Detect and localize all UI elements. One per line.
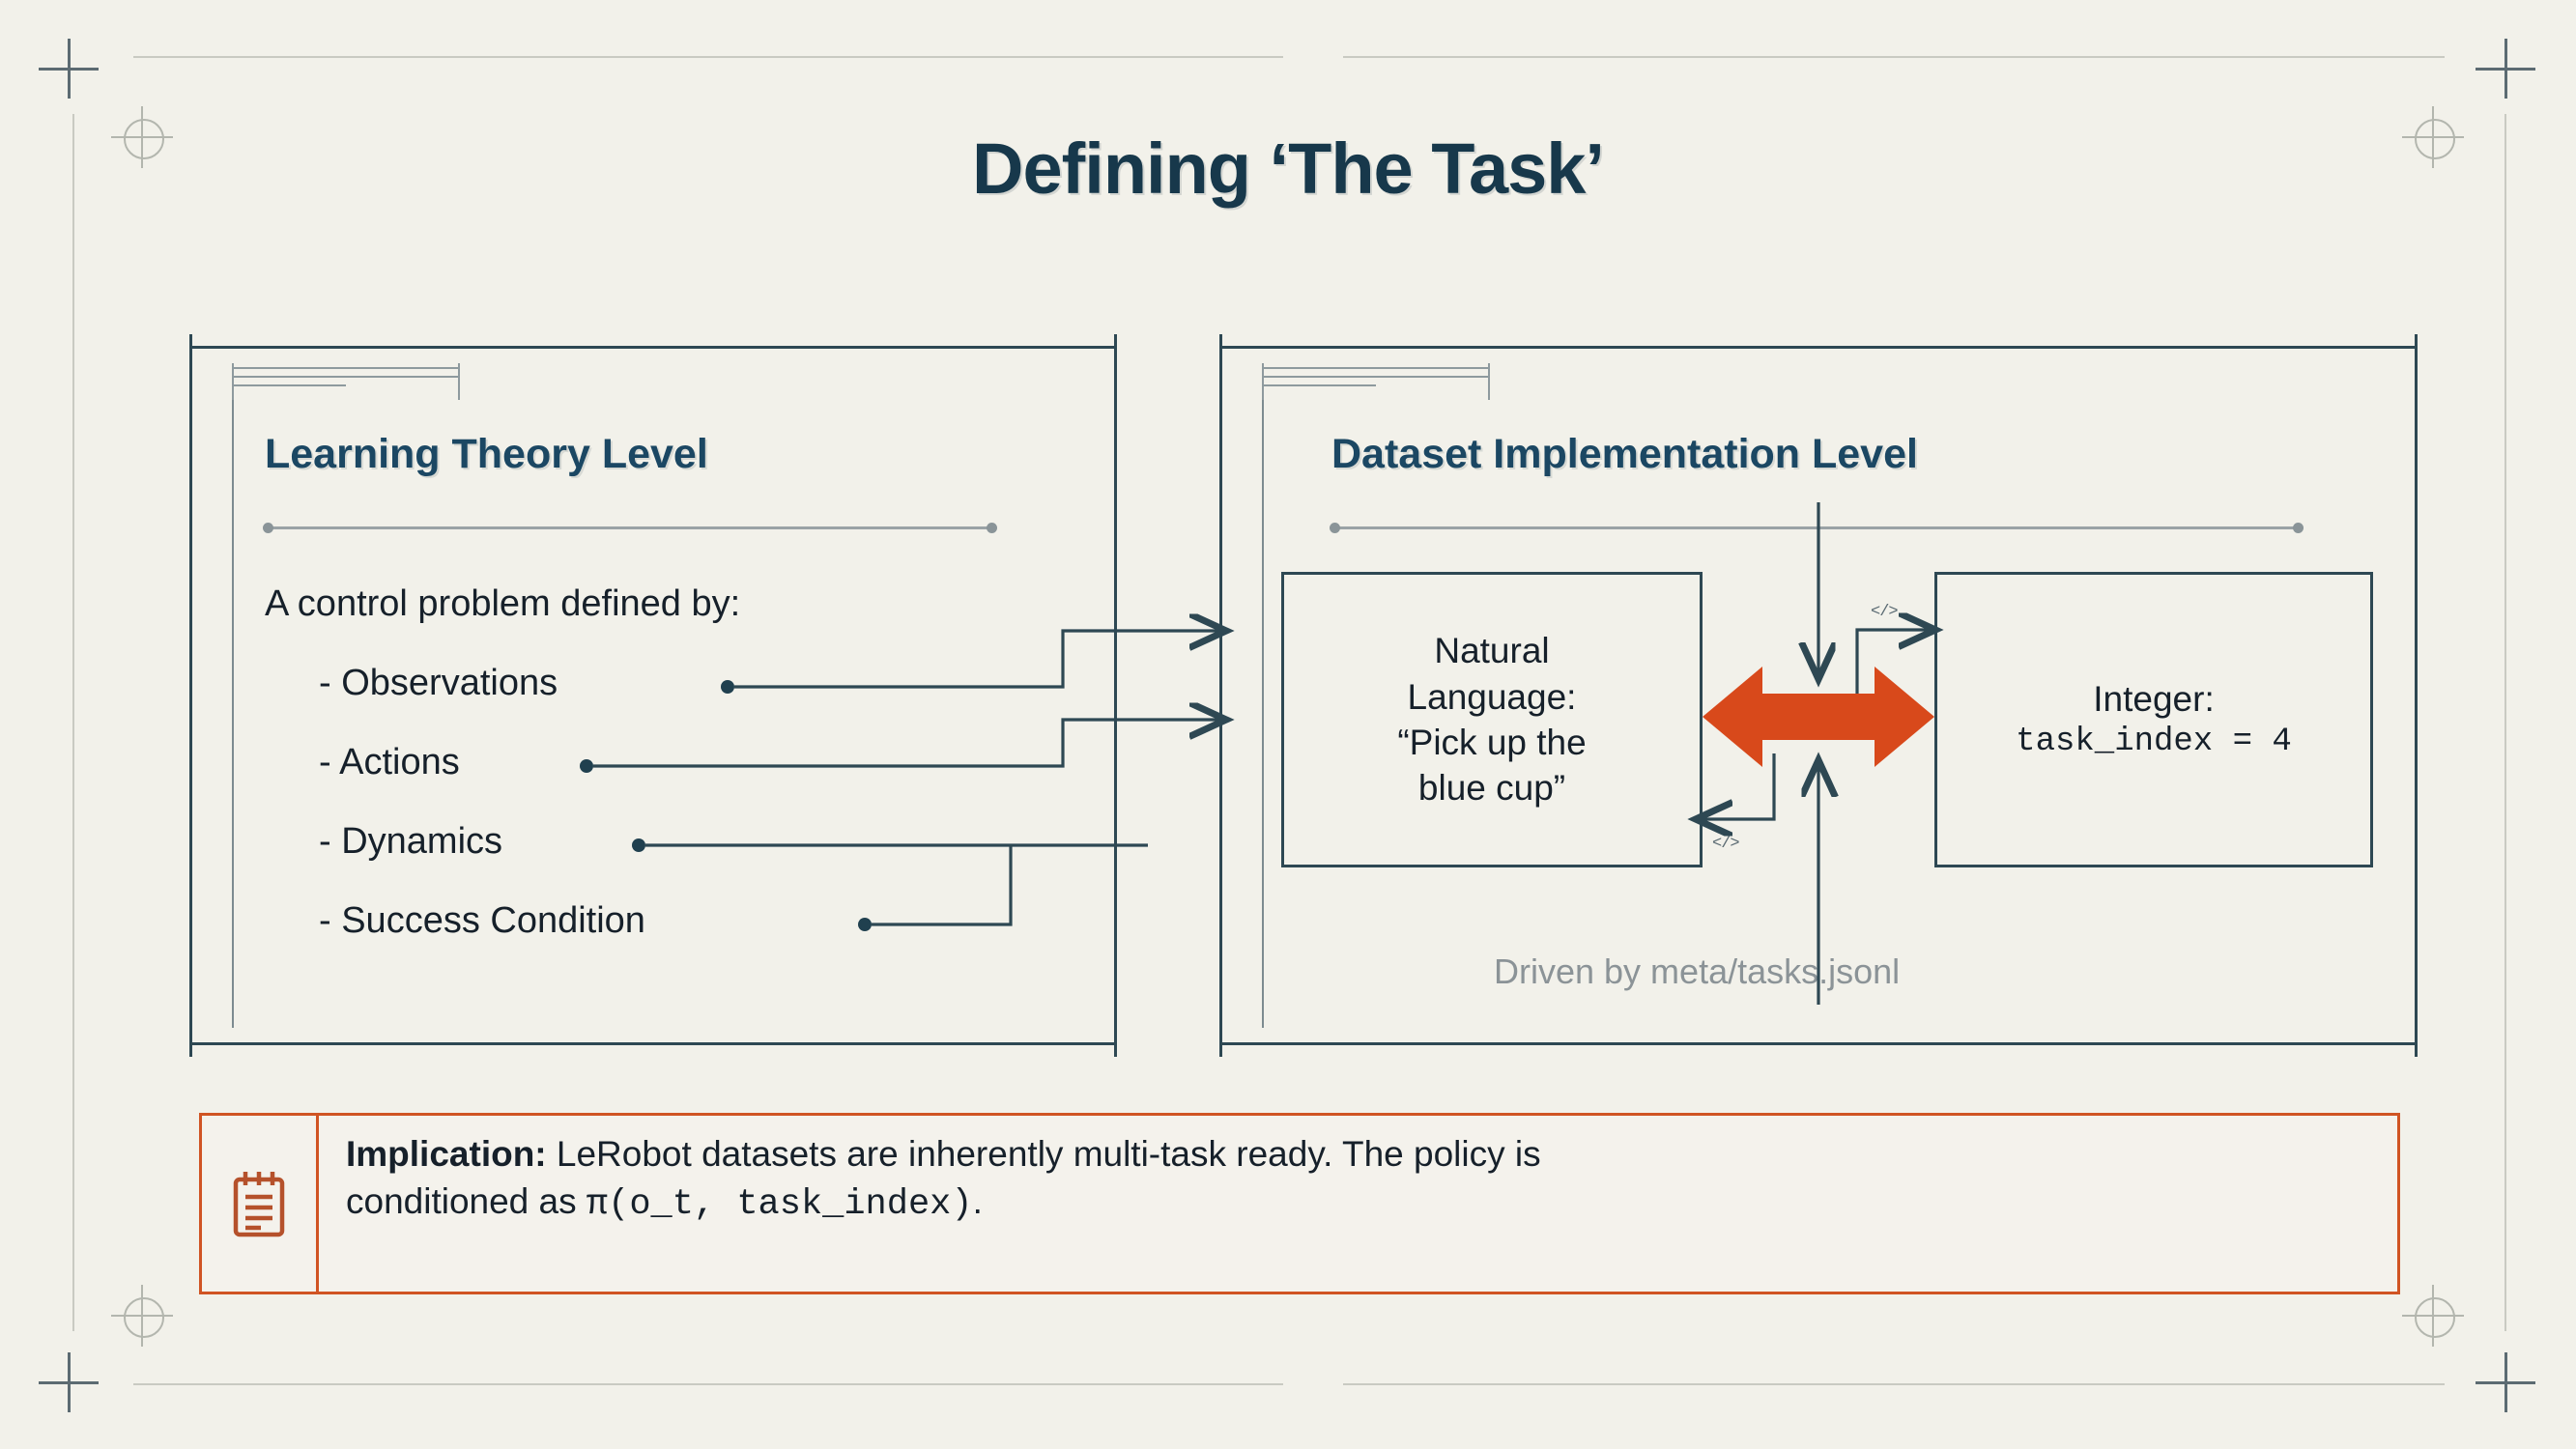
registration-cross-top-right <box>2476 39 2535 99</box>
implication-icon-cell <box>202 1116 319 1292</box>
implication-line-2: conditioned as π(o_t, task_index). <box>346 1179 1541 1229</box>
implication-formula: π(o_t, task_index) <box>586 1183 973 1225</box>
integer-line-1: Integer: <box>2093 678 2215 719</box>
implication-text: Implication: LeRobot datasets are inhere… <box>319 1116 1541 1292</box>
integer-line-2: task_index = 4 <box>2016 723 2292 760</box>
nl-line-4: blue cup” <box>1417 768 1566 809</box>
natural-language-node: Natural Language: “Pick up the blue cup” <box>1281 572 1703 867</box>
implication-banner: Implication: LeRobot datasets are inhere… <box>199 1113 2400 1294</box>
registration-target-bottom-left <box>111 1285 173 1347</box>
bullet-success-condition-anchor <box>858 918 872 931</box>
right-panel-inner-rail <box>1262 367 1264 1028</box>
registration-target-top-right <box>2402 106 2464 168</box>
right-panel-ruler-mark <box>1262 363 1490 406</box>
registration-cross-bottom-left <box>39 1352 99 1412</box>
notepad-icon <box>233 1172 285 1237</box>
left-panel-lead: A control problem defined by: <box>265 583 741 624</box>
left-panel-heading-rule <box>263 523 997 533</box>
registration-target-top-left <box>111 106 173 168</box>
bullet-dynamics-anchor <box>632 838 645 852</box>
right-panel-heading-rule <box>1330 523 2304 533</box>
integer-node: Integer: task_index = 4 <box>1934 572 2373 867</box>
bullet-success-condition: - Success Condition <box>319 900 645 941</box>
left-panel-heading: Learning Theory Level <box>265 431 708 477</box>
right-panel-left-edge <box>1219 334 1222 1057</box>
right-panel-top-edge <box>1219 346 2418 349</box>
left-panel-ruler-mark <box>232 363 460 406</box>
nl-line-3: “Pick up the <box>1397 723 1587 762</box>
right-panel <box>1219 334 2418 1057</box>
implication-line-1-rest: LeRobot datasets are inherently multi-ta… <box>546 1134 1541 1174</box>
bullet-observations: - Observations <box>319 663 558 703</box>
registration-cross-bottom-right <box>2476 1352 2535 1412</box>
implication-label: Implication: <box>346 1134 547 1174</box>
left-panel <box>189 334 1117 1057</box>
left-panel-right-edge <box>1114 334 1117 1057</box>
code-tag-lower: </> <box>1712 835 1740 853</box>
bullet-observations-anchor <box>721 680 734 694</box>
right-panel-caption: Driven by meta/tasks.jsonl <box>1494 952 1901 991</box>
registration-target-bottom-right <box>2402 1285 2464 1347</box>
implication-line-2-suffix: . <box>972 1180 983 1221</box>
implication-line-1: Implication: LeRobot datasets are inhere… <box>346 1131 1541 1179</box>
right-panel-heading: Dataset Implementation Level <box>1331 431 1918 477</box>
frame-top-left-line <box>133 56 1283 58</box>
slide-title: Defining ‘The Task’ <box>972 128 1605 209</box>
frame-bottom-right-line <box>1343 1383 2445 1385</box>
registration-cross-top-left <box>39 39 99 99</box>
left-panel-top-edge <box>189 346 1117 349</box>
right-panel-bottom-edge <box>1219 1042 2418 1045</box>
bullet-actions: - Actions <box>319 742 460 782</box>
bullet-actions-anchor <box>580 759 593 773</box>
bullet-dynamics: - Dynamics <box>319 821 503 862</box>
nl-line-1: Natural <box>1434 631 1550 671</box>
left-panel-inner-rail <box>232 367 234 1028</box>
frame-top-right-line <box>1343 56 2445 58</box>
left-panel-bottom-edge <box>189 1042 1117 1045</box>
left-panel-left-edge <box>189 334 192 1057</box>
frame-left-line <box>72 114 74 1331</box>
right-panel-right-edge <box>2415 334 2418 1057</box>
frame-right-line <box>2504 114 2506 1331</box>
nl-line-2: Language: <box>1407 676 1577 717</box>
implication-line-2-prefix: conditioned as <box>346 1180 587 1221</box>
code-tag-upper: </> <box>1871 603 1899 621</box>
frame-bottom-left-line <box>133 1383 1283 1385</box>
